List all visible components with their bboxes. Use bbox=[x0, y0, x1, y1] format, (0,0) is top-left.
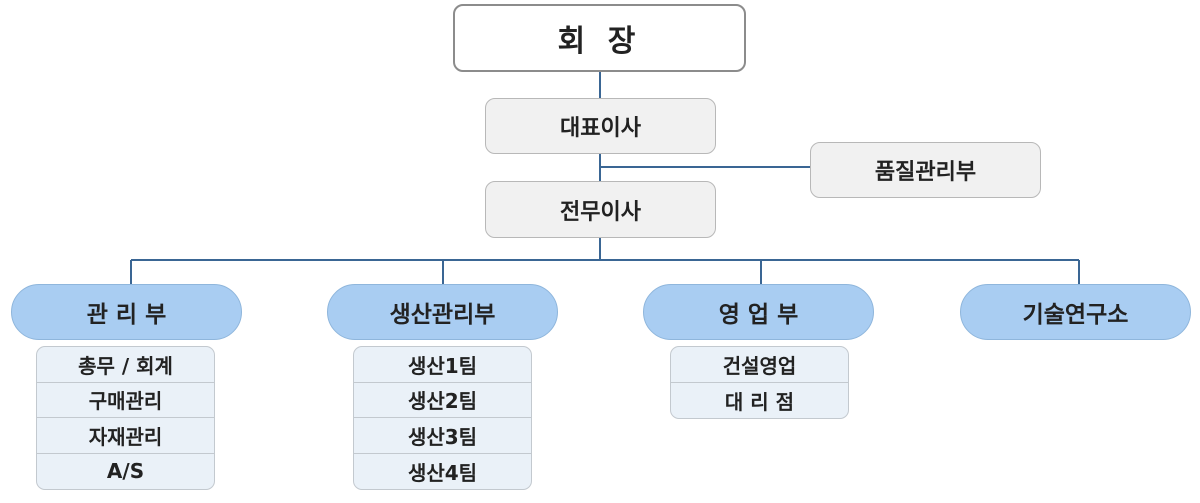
dept-production: 생산관리부 bbox=[327, 284, 558, 340]
team-item: 건설영업 bbox=[671, 347, 848, 383]
dept-sales-label: 영 업 부 bbox=[718, 302, 799, 328]
dept-sales: 영 업 부 bbox=[643, 284, 874, 340]
chairman-box: 회 장 bbox=[453, 4, 746, 72]
production-team-list: 생산1팀 생산2팀 생산3팀 생산4팀 bbox=[353, 346, 532, 490]
chairman-label: 회 장 bbox=[557, 24, 642, 59]
team-item: 생산2팀 bbox=[354, 383, 531, 418]
team-item: 구매관리 bbox=[37, 383, 214, 418]
ceo-box: 대표이사 bbox=[485, 98, 716, 154]
team-item: 생산1팀 bbox=[354, 347, 531, 383]
quality-dept-box: 품질관리부 bbox=[810, 142, 1041, 198]
dept-production-label: 생산관리부 bbox=[389, 302, 496, 328]
dept-admin-label: 관 리 부 bbox=[86, 302, 167, 328]
ceo-label: 대표이사 bbox=[560, 116, 641, 141]
managing-director-box: 전무이사 bbox=[485, 181, 716, 238]
team-item: 대 리 점 bbox=[724, 389, 795, 414]
team-item: 자재관리 bbox=[37, 418, 214, 454]
quality-dept-label: 품질관리부 bbox=[874, 160, 977, 185]
team-item: 생산4팀 bbox=[407, 460, 478, 485]
dept-research-label: 기술연구소 bbox=[1022, 302, 1129, 328]
managing-director-label: 전무이사 bbox=[560, 199, 641, 225]
dept-research: 기술연구소 bbox=[960, 284, 1191, 340]
dept-admin: 관 리 부 bbox=[11, 284, 242, 340]
team-item: A/S bbox=[106, 459, 145, 484]
team-item: 총무 / 회계 bbox=[37, 347, 214, 383]
team-item: 생산3팀 bbox=[354, 418, 531, 454]
admin-team-list: 총무 / 회계 구매관리 자재관리 A/S bbox=[36, 346, 215, 490]
sales-team-list: 건설영업 대 리 점 bbox=[670, 346, 849, 419]
